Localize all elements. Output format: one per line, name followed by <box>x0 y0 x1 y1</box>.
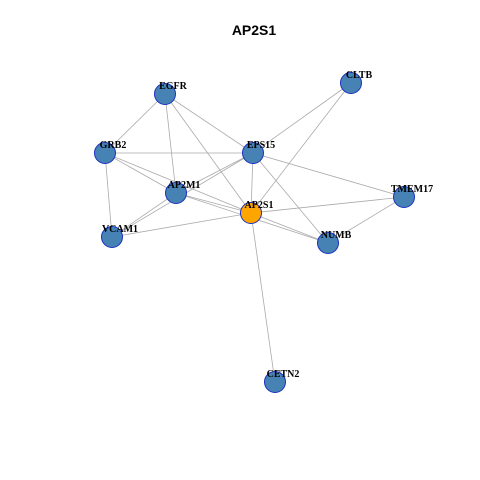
edge-ap2s1-numb <box>250 212 329 244</box>
node-label: CETN2 <box>267 369 300 380</box>
edge-tmem17-numb <box>327 196 405 244</box>
node-circle[interactable] <box>393 186 415 208</box>
node-label: TMEM17 <box>391 184 433 195</box>
node-cltb[interactable]: CLTB <box>340 70 373 94</box>
node-numb[interactable]: NUMB <box>317 230 352 254</box>
diagram-title: AP2S1 <box>232 22 277 38</box>
edge-egfr-ap2m1 <box>164 93 177 194</box>
node-label: VCAM1 <box>102 224 138 235</box>
node-egfr[interactable]: EGFR <box>154 81 188 105</box>
node-circle[interactable] <box>154 83 176 105</box>
edge-egfr-grb2 <box>104 93 166 154</box>
node-tmem17[interactable]: TMEM17 <box>391 184 433 208</box>
edges-layer <box>104 82 405 383</box>
edge-cltb-ap2s1 <box>250 82 352 214</box>
edge-grb2-ap2m1 <box>104 152 177 194</box>
edge-eps15-numb <box>252 152 329 244</box>
node-circle[interactable] <box>242 142 264 164</box>
edge-ap2m1-vcam1 <box>111 192 177 238</box>
node-circle[interactable] <box>264 371 286 393</box>
edge-egfr-ap2s1 <box>164 93 252 214</box>
edge-ap2s1-tmem17 <box>250 196 405 214</box>
node-label: EGFR <box>159 81 188 92</box>
node-circle[interactable] <box>101 226 123 248</box>
node-label: NUMB <box>321 230 352 241</box>
node-ap2m1[interactable]: AP2M1 <box>165 180 201 204</box>
node-eps15[interactable]: EPS15 <box>242 140 276 164</box>
edge-ap2s1-cetn2 <box>250 212 276 383</box>
node-ap2s1[interactable]: AP2S1 <box>240 200 274 224</box>
node-label: AP2M1 <box>168 180 201 191</box>
node-label: GRB2 <box>100 140 127 151</box>
edge-ap2s1-vcam1 <box>111 212 252 238</box>
node-circle[interactable] <box>94 142 116 164</box>
edge-grb2-vcam1 <box>104 152 113 238</box>
edge-egfr-eps15 <box>164 93 254 154</box>
edge-cltb-eps15 <box>252 82 352 154</box>
node-label: AP2S1 <box>245 200 274 211</box>
node-grb2[interactable]: GRB2 <box>94 140 127 164</box>
edge-eps15-ap2m1 <box>175 152 254 194</box>
edge-eps15-tmem17 <box>252 152 405 198</box>
node-circle[interactable] <box>165 182 187 204</box>
node-label: CLTB <box>346 70 373 81</box>
node-circle[interactable] <box>317 232 339 254</box>
node-circle[interactable] <box>340 72 362 94</box>
node-circle[interactable] <box>240 202 262 224</box>
node-vcam1[interactable]: VCAM1 <box>101 224 139 248</box>
edge-ap2m1-ap2s1 <box>175 192 252 214</box>
node-label: EPS15 <box>247 140 275 151</box>
node-cetn2[interactable]: CETN2 <box>264 369 300 393</box>
